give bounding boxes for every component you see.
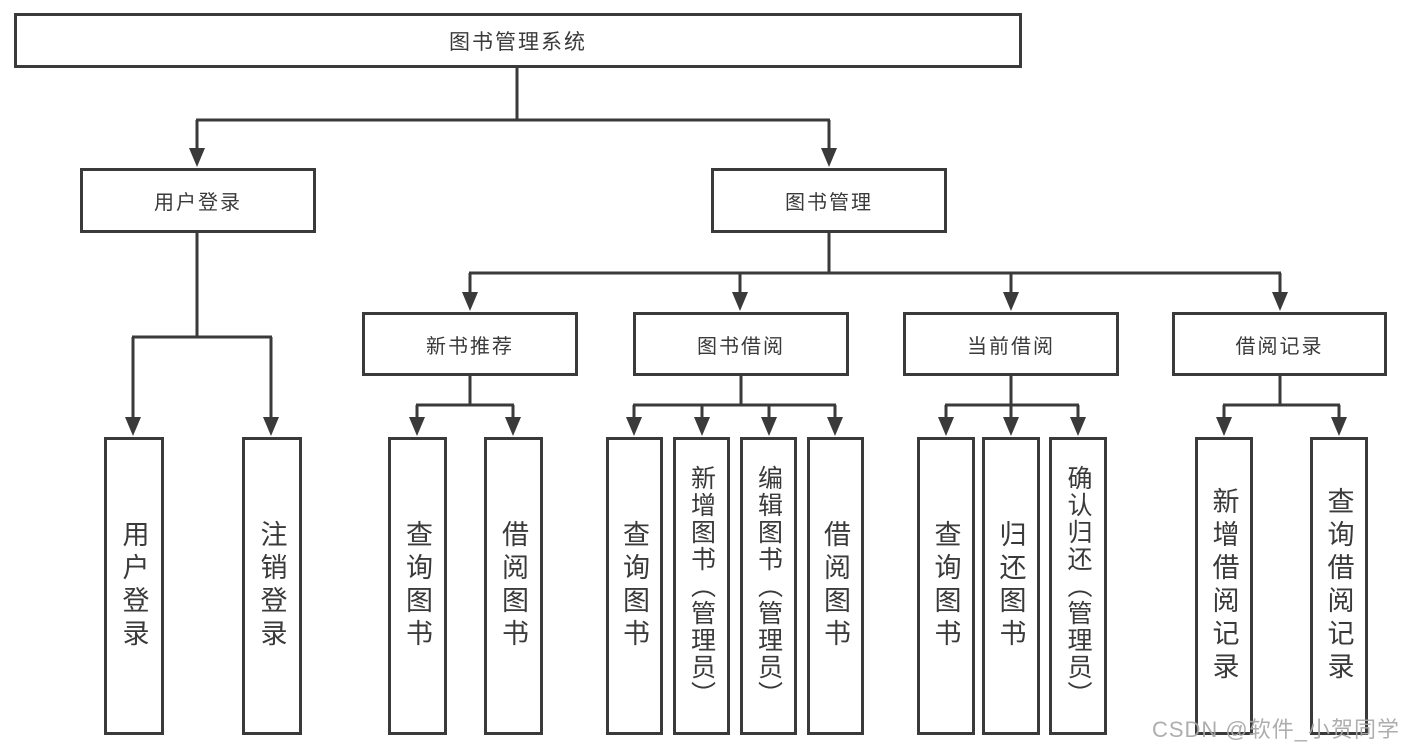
node-current-borrowing: 当前借阅: [903, 312, 1119, 376]
leaf-borrow-books-borrowing-label: 借阅图书: [820, 520, 850, 652]
leaf-edit-book-admin-label: 编辑图书（管理员）: [754, 464, 783, 708]
node-book-borrowing: 图书借阅: [633, 312, 849, 376]
leaf-query-books-borrowing: 查询图书: [606, 437, 663, 735]
leaf-user-login-label: 用户登录: [118, 520, 149, 652]
leaf-add-borrow-record: 新增借阅记录: [1195, 437, 1253, 735]
leaf-add-book-admin: 新增图书（管理员）: [673, 437, 730, 735]
csdn-watermark: CSDN @软件_小贺同学: [1151, 717, 1400, 742]
node-user-login: 用户登录: [80, 168, 316, 233]
leaf-return-books-label: 归还图书: [995, 520, 1026, 652]
arrow-heads: [125, 148, 1347, 436]
leaf-confirm-return-admin: 确认归还（管理员）: [1049, 437, 1107, 735]
leaf-borrow-books-recommend-label: 借阅图书: [498, 520, 528, 652]
leaf-confirm-return-admin-label: 确认归还（管理员）: [1064, 464, 1092, 708]
leaf-query-books-current: 查询图书: [917, 437, 975, 735]
leaf-logout-label: 注销登录: [256, 520, 287, 652]
leaf-query-borrow-record: 查询借阅记录: [1310, 437, 1368, 735]
leaf-query-books-borrowing-label: 查询图书: [619, 520, 649, 652]
node-book-management: 图书管理: [711, 168, 947, 233]
leaf-logout: 注销登录: [242, 437, 302, 735]
node-borrowing-records: 借阅记录: [1172, 312, 1387, 376]
leaf-user-login: 用户登录: [104, 437, 164, 735]
leaf-query-books-recommend: 查询图书: [388, 437, 447, 735]
leaf-query-borrow-record-label: 查询借阅记录: [1323, 487, 1354, 685]
leaf-borrow-books-recommend: 借阅图书: [484, 437, 543, 735]
leaf-add-book-admin-label: 新增图书（管理员）: [687, 464, 716, 708]
leaf-return-books: 归还图书: [982, 437, 1040, 735]
leaf-query-books-current-label: 查询图书: [930, 520, 961, 652]
leaf-add-borrow-record-label: 新增借阅记录: [1208, 487, 1239, 685]
node-book-management-system: 图书管理系统: [14, 13, 1022, 68]
leaf-borrow-books-borrowing: 借阅图书: [807, 437, 864, 735]
leaf-edit-book-admin: 编辑图书（管理员）: [740, 437, 797, 735]
node-new-book-recommend: 新书推荐: [362, 312, 578, 376]
leaf-query-books-recommend-label: 查询图书: [402, 520, 432, 652]
